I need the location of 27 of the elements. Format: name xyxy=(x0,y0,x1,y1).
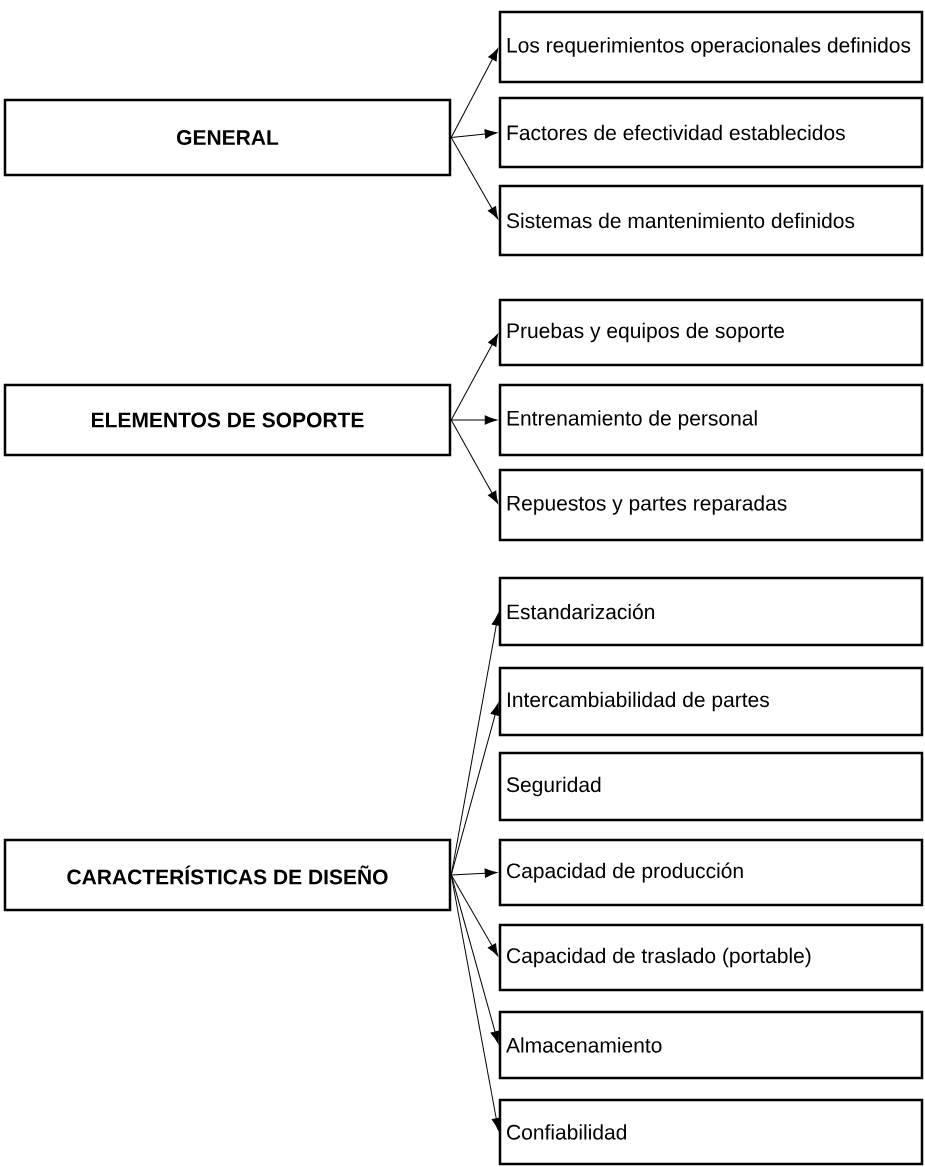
category-box: GENERAL xyxy=(3,98,452,177)
item-box: Intercambiabilidad de partes xyxy=(498,666,924,737)
arrow xyxy=(450,419,499,504)
arrow xyxy=(450,129,498,139)
arrow xyxy=(450,415,498,425)
item-box: Seguridad xyxy=(498,751,924,822)
item-box: Estandarización xyxy=(498,576,924,647)
arrow xyxy=(450,874,499,957)
arrow xyxy=(450,137,499,220)
arrow xyxy=(450,874,501,1131)
arrow xyxy=(450,874,500,1044)
category-box: CARACTERÍSTICAS DE DISEÑO xyxy=(3,838,452,912)
arrow xyxy=(450,703,500,876)
item-box: Los requerimientos operacionales definidos xyxy=(498,10,924,84)
arrow xyxy=(450,333,499,421)
item-box: Pruebas y equipos de soporte xyxy=(498,298,924,367)
arrow xyxy=(450,868,498,878)
item-box: Entrenamiento de personal xyxy=(498,383,924,457)
item-box: Factores de efectividad establecidos xyxy=(498,96,924,169)
item-box: Repuestos y partes reparadas xyxy=(498,468,924,542)
item-box: Confiabilidad xyxy=(498,1098,924,1166)
item-box: Sistemas de mantenimiento definidos xyxy=(498,184,924,257)
item-box: Capacidad de producción xyxy=(498,838,924,907)
item-box: Almacenamiento xyxy=(498,1010,924,1080)
arrow xyxy=(450,48,499,138)
category-box: ELEMENTOS DE SOPORTE xyxy=(3,383,452,457)
item-box: Capacidad de traslado (portable) xyxy=(498,923,924,992)
